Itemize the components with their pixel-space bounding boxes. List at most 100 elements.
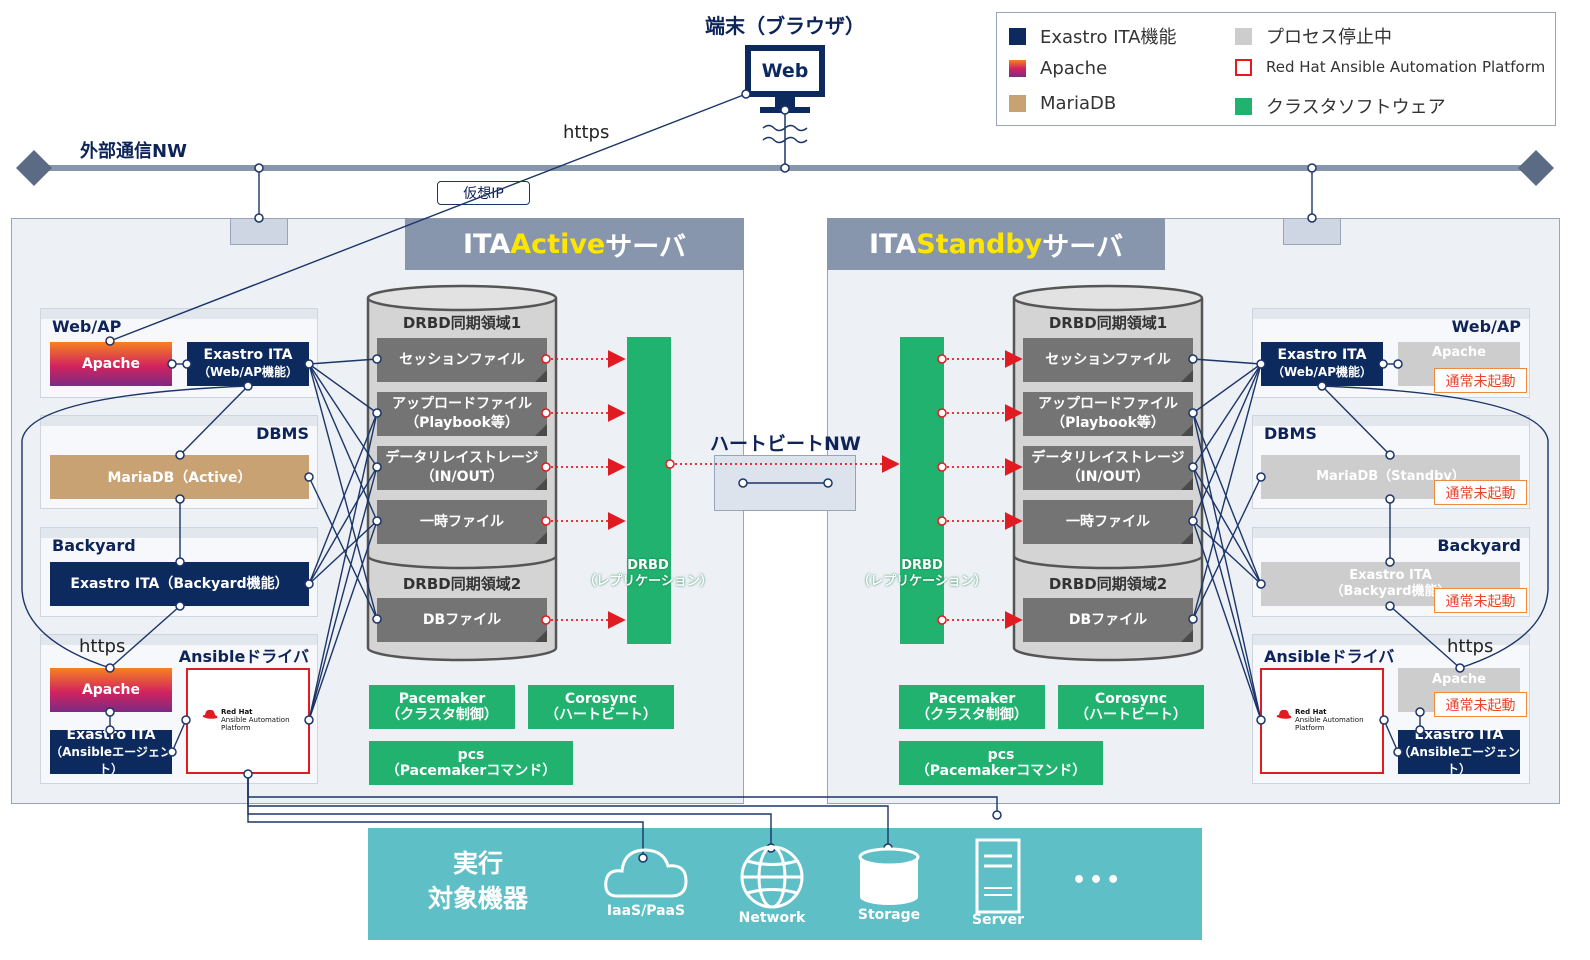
legend-item-mariadb: MariaDB (1009, 93, 1116, 114)
pcs-sublabel: （Pacemakerコマンド） (385, 763, 557, 779)
legend-label: Apache (1040, 58, 1108, 79)
active-ansible-apache: Apache (50, 668, 172, 712)
active-mariadb: MariaDB（Active） (50, 455, 309, 499)
redhat-logo: Red Hat Ansible Automation Platform (202, 708, 290, 732)
standby-apache-badge: 通常未起動 (1434, 368, 1527, 393)
redhat-line1: Ansible Automation (1295, 716, 1364, 724)
legend-label: Red Hat Ansible Automation Platform (1266, 58, 1546, 76)
group-title: DBMS (1264, 424, 1317, 443)
ita-label: Exastro ITA（Backyard機能） (70, 575, 289, 592)
ita-label: Exastro ITA (1414, 726, 1504, 743)
corosync-sublabel: （ハートビート） (1075, 707, 1187, 723)
badge-label: 通常未起動 (1445, 593, 1516, 610)
active-pcs: pcs（Pacemakerコマンド） (369, 741, 573, 785)
active-drbd-bar (627, 337, 671, 644)
legend-item-ita: Exastro ITA機能 (1009, 23, 1176, 49)
virtual-ip-label: 仮想IP (463, 186, 504, 202)
legend-item-redhat: Red Hat Ansible Automation Platform (1235, 58, 1545, 76)
drbd-item-line1: データリレイストレージ (1031, 450, 1185, 466)
pcs-sublabel: （Pacemakerコマンド） (915, 763, 1087, 779)
standby-drbd-item: データリレイストレージ （IN/OUT） (1023, 446, 1193, 490)
standby-ita-webap: Exastro ITA（Web/AP機能） (1261, 342, 1383, 386)
storage-icon (858, 847, 920, 905)
group-title: Web/AP (1451, 317, 1521, 336)
server-icon (975, 838, 1021, 914)
redhat-line2: Platform (1295, 724, 1325, 732)
ita-sublabel: （Ansibleエージェント） (1398, 744, 1520, 776)
group-title: Backyard (52, 536, 136, 555)
mariadb-label: MariaDB（Standby） (1316, 469, 1465, 484)
ita-label: Exastro ITA (203, 347, 293, 363)
legend-swatch (1235, 58, 1252, 76)
badge-label: 通常未起動 (1445, 373, 1516, 390)
external-nw-label: 外部通信NW (80, 141, 187, 162)
active-drbd-item: 一時ファイル (377, 500, 547, 544)
ita-sublabel: （Backyard機能） (1330, 584, 1451, 599)
header-suffix: サーバ (1042, 231, 1124, 263)
targets-title-line2: 対象機器 (428, 884, 529, 913)
group-title: DBMS (256, 424, 309, 443)
legend-item-cluster: クラスタソフトウェア (1235, 93, 1446, 119)
drbd-item-line2: （Playbook等） (405, 415, 519, 431)
pacemaker-label: Pacemaker (398, 691, 486, 707)
drbd-item-line2: （IN/OUT） (1066, 469, 1150, 485)
pacemaker-sublabel: （クラスタ制御） (386, 707, 498, 723)
web-monitor-icon (745, 45, 825, 168)
redhat-brand: Red Hat (221, 708, 253, 716)
standby-drbd-item: 一時ファイル (1023, 500, 1193, 544)
drbd-sublabel: （レプリケーション） (857, 574, 987, 589)
redhat-line2: Platform (221, 724, 251, 732)
drbd-label: DRBD (901, 558, 943, 573)
execution-targets-title: 実行 対象機器 (428, 846, 528, 916)
target-label-network: Network (738, 910, 806, 926)
legend-item-apache: Apache (1009, 58, 1107, 79)
corosync-label: Corosync (564, 691, 638, 707)
drbd-item-line1: セッションファイル (1045, 351, 1171, 368)
header-suffix: サーバ (605, 231, 686, 263)
legend-swatch (1009, 27, 1026, 45)
drbd-item-line1: アップロードファイル (1038, 396, 1178, 412)
active-corosync: Corosync（ハートビート） (528, 685, 674, 729)
monitor-label: Web (761, 60, 809, 82)
ita-label: Exastro ITA (1349, 568, 1432, 583)
replication-arrows (546, 350, 1023, 629)
drbd-item-line1: アップロードファイル (392, 396, 532, 412)
standby-pcs: pcs（Pacemakerコマンド） (899, 741, 1103, 785)
active-drbd-area1-label: DRBD同期領域1 (402, 314, 522, 332)
badge-label: 通常未起動 (1445, 485, 1516, 502)
redhat-line1: Ansible Automation (221, 716, 290, 724)
standby-drbd-item: アップロードファイル （Playbook等） (1023, 392, 1193, 436)
ita-sublabel: （Web/AP機能） (197, 365, 298, 379)
standby-pacemaker: Pacemaker（クラスタ制御） (899, 685, 1045, 729)
standby-ansible-apache-badge: 通常未起動 (1434, 692, 1527, 717)
drbd-item-line1: DBファイル (1068, 611, 1148, 628)
pacemaker-sublabel: （クラスタ制御） (916, 707, 1028, 723)
legend-label: プロセス停止中 (1266, 27, 1392, 48)
group-title: Backyard (1437, 536, 1521, 555)
active-drbd-area2-label: DRBD同期領域2 (402, 575, 522, 593)
legend-swatch (1009, 95, 1026, 112)
redhat-brand: Red Hat (1295, 708, 1327, 716)
active-pacemaker: Pacemaker（クラスタ制御） (369, 685, 515, 729)
cloud-icon (604, 848, 688, 898)
drbd-item-line1: DBファイル (422, 611, 502, 628)
legend: Exastro ITA機能 Apache MariaDB プロセス停止中 Red… (996, 12, 1556, 126)
legend-swatch (1009, 60, 1026, 77)
legend-item-stopped: プロセス停止中 (1235, 23, 1392, 49)
standby-ita-ansible-agent: Exastro ITA（Ansibleエージェント） (1398, 726, 1520, 776)
legend-swatch (1235, 97, 1252, 115)
pacemaker-label: Pacemaker (928, 691, 1016, 707)
drbd-item-line2: （Playbook等） (1051, 415, 1165, 431)
header-highlight: Standby (916, 228, 1043, 260)
standby-drbd-item: DBファイル (1023, 598, 1193, 642)
standby-corosync: Corosync（ハートビート） (1058, 685, 1204, 729)
active-drbd-item: データリレイストレージ（IN/OUT） (377, 446, 547, 490)
apache-label: Apache (81, 682, 141, 698)
connector-dots (105, 89, 1465, 863)
dark-wires (21, 93, 1549, 858)
drbd-sublabel: （レプリケーション） (583, 574, 713, 589)
header-prefix: ITA (463, 228, 511, 260)
